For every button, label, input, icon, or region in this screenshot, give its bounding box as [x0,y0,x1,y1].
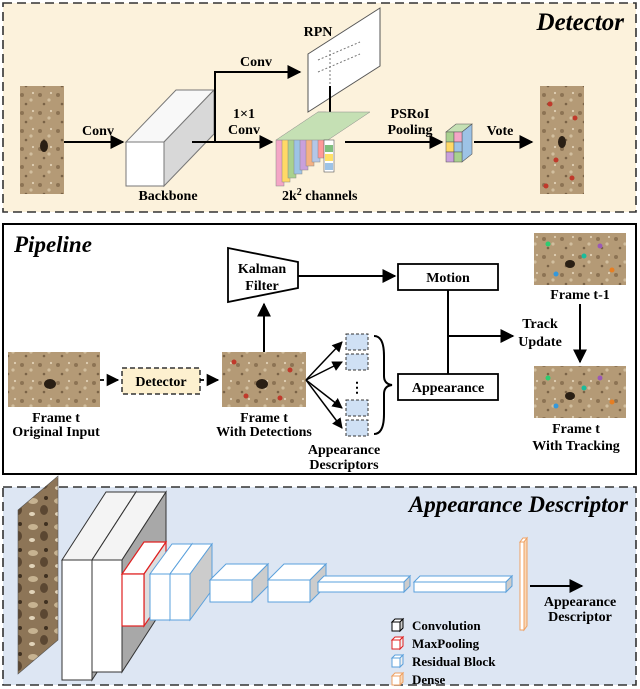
residual-block-6 [412,574,514,594]
legend-item-convolution: Convolution [390,617,481,633]
descriptor-cells [345,333,369,437]
arrow-backbone-rpn [192,65,302,143]
pipeline-panel: Pipeline Frame t Original Input Detector… [2,223,637,475]
frame-prev-label: Frame t-1 [550,288,609,303]
conv-in-label: Conv [82,124,114,139]
residual-block-2 [169,542,213,622]
psroi-label-a: PSRoI [391,107,430,122]
legend-item-maxpooling: MaxPooling [390,635,480,651]
frame-detections-image [222,352,306,407]
backbone-label: Backbone [138,189,197,204]
motion-label: Motion [426,271,470,286]
appearance-box [397,373,499,401]
descriptor-title: Appearance Descriptor [407,492,629,517]
frame-track-label-b: With Tracking [532,439,620,454]
vote-label: Vote [487,124,514,139]
detector-title: Detector [536,9,625,36]
psroi-label-b: Pooling [387,123,432,138]
legend-item-residual: Residual Block [390,653,496,669]
frame-track-label-a: Frame t [552,422,600,437]
residual-block-5 [316,574,412,594]
detector-input-image [20,86,64,194]
pipeline-detector-box [121,367,201,395]
detector-output-image [540,86,584,194]
pipeline-title: Pipeline [13,232,92,257]
fan-arrow-2 [305,361,343,381]
descriptors-label-b: Descriptors [309,458,379,473]
descriptor-panel: Appearance Descriptor [2,475,637,687]
legend-label-maxpooling: MaxPooling [412,636,480,651]
channel-stack [275,111,371,187]
frame-det-label-b: With Detections [216,425,312,440]
channels-label: 2k2 channels [282,187,358,205]
legend-label-dense: Dense [412,672,445,687]
output-label-b: Descriptor [548,610,612,625]
fan-arrow-1 [305,341,343,381]
fan-arrow-3 [305,379,343,409]
track-label-b: Update [518,335,562,350]
kalman-label-a: Kalman [238,262,286,277]
detector-panel: Detector Conv Backbone Conv 1×1 Conv RPN [2,2,637,213]
pipeline-detector-label: Detector [135,375,186,390]
descriptor-brace [373,335,393,435]
descriptor-input-image [17,475,59,675]
appearance-label: Appearance [412,381,484,396]
conv-top-label: Conv [240,55,272,70]
rpn-label: RPN [304,25,333,40]
legend: Convolution MaxPooling Residual Block De… [390,617,496,687]
legend-item-dense: Dense [390,671,445,687]
dense-block [519,536,528,632]
fan-arrow-4 [305,379,343,429]
frame-tracking-image [534,366,626,418]
frame-t-label-b: Original Input [12,425,100,440]
output-label-a: Appearance [544,595,616,610]
legend-label-convolution: Convolution [412,618,481,633]
descriptor-ellipsis: ⋮ [350,381,364,396]
legend-label-residual: Residual Block [412,654,496,669]
conv1x1-label-a: 1×1 [233,107,255,122]
kalman-label-b: Filter [245,279,278,294]
pooled-cube [445,123,473,163]
frame-t-label-a: Frame t [32,411,80,426]
frame-prev-image [534,233,626,285]
rpn-block [307,7,381,113]
conv1x1-label-b: Conv [228,123,260,138]
frame-t-image [8,352,100,407]
residual-block-3 [208,562,270,604]
backbone-block [124,88,216,188]
frame-det-label-a: Frame t [240,411,288,426]
kalman-filter-block [227,246,299,304]
track-label-a: Track [522,317,558,332]
descriptors-label-a: Appearance [308,443,380,458]
